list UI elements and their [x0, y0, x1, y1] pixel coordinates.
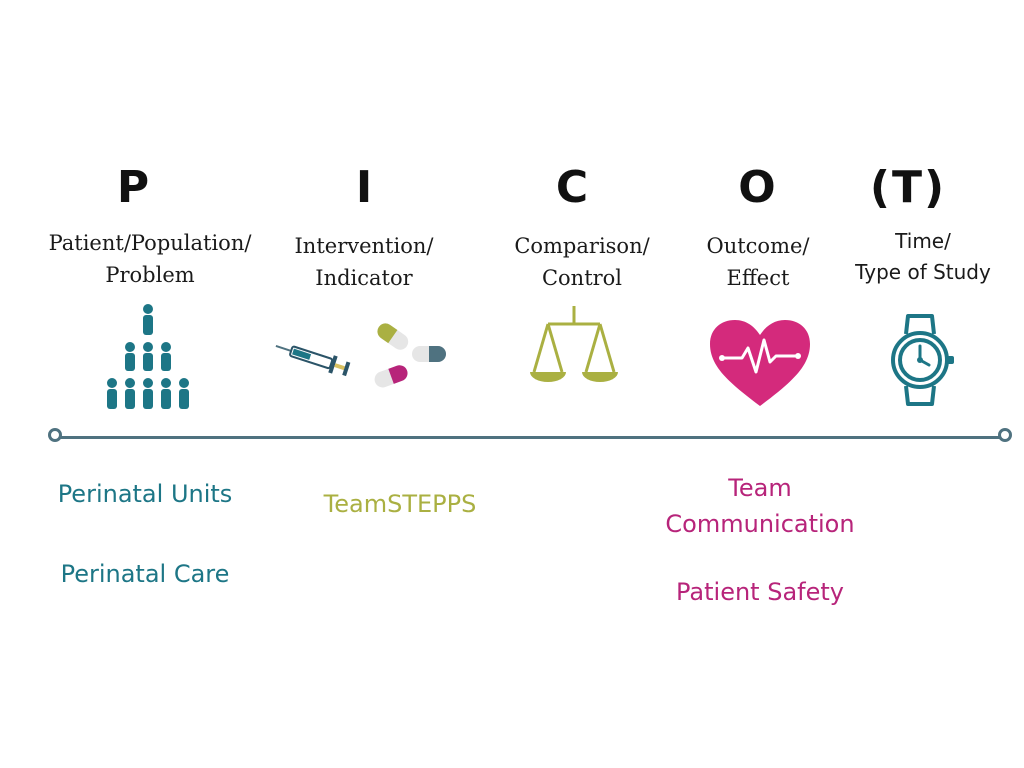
- item-teamstepps: TeamSTEPPS: [323, 490, 477, 518]
- people-pyramid-icon: [107, 304, 189, 409]
- heartbeat-heart-icon: [710, 320, 810, 406]
- label-line: Problem: [105, 263, 195, 287]
- label-line: Control: [541, 266, 623, 290]
- label-outcome-effect: Outcome/ Effect: [688, 230, 828, 294]
- item-perinatal-units: Perinatal Units: [57, 480, 233, 508]
- letter-o: O: [738, 162, 778, 213]
- item-perinatal-care: Perinatal Care: [60, 560, 230, 588]
- syringe-icon: [275, 344, 351, 377]
- label-line: Intervention/: [294, 234, 434, 258]
- label-line: Outcome/: [706, 234, 810, 258]
- timeline-start-dot: [48, 428, 62, 442]
- label-time-type-of-study: Time/ Type of Study: [838, 226, 1008, 288]
- letter-i: I: [355, 162, 375, 213]
- label-line: Patient/Population/: [48, 231, 252, 255]
- timeline-line: [58, 436, 1002, 439]
- letter-t: (T): [869, 162, 947, 213]
- label-line: Type of Study: [855, 260, 991, 284]
- label-intervention-indicator: Intervention/ Indicator: [274, 230, 454, 294]
- item-patient-safety: Patient Safety: [676, 578, 844, 606]
- pills-icon: [374, 323, 446, 388]
- label-patient-population-problem: Patient/Population/ Problem: [20, 227, 280, 291]
- label-line: Time/: [895, 229, 951, 253]
- timeline: [48, 427, 1012, 447]
- wristwatch-icon: [891, 314, 954, 406]
- item-line: Team: [728, 474, 792, 502]
- label-comparison-control: Comparison/ Control: [497, 230, 667, 294]
- letter-c: C: [555, 162, 591, 213]
- letter-p: P: [116, 162, 152, 213]
- label-line: Indicator: [315, 266, 413, 290]
- label-line: Comparison/: [514, 234, 650, 258]
- item-line: Communication: [665, 510, 855, 538]
- balance-scale-icon: [530, 306, 618, 382]
- label-line: Effect: [726, 266, 790, 290]
- timeline-end-dot: [998, 428, 1012, 442]
- item-team-communication: Team Communication: [630, 470, 890, 542]
